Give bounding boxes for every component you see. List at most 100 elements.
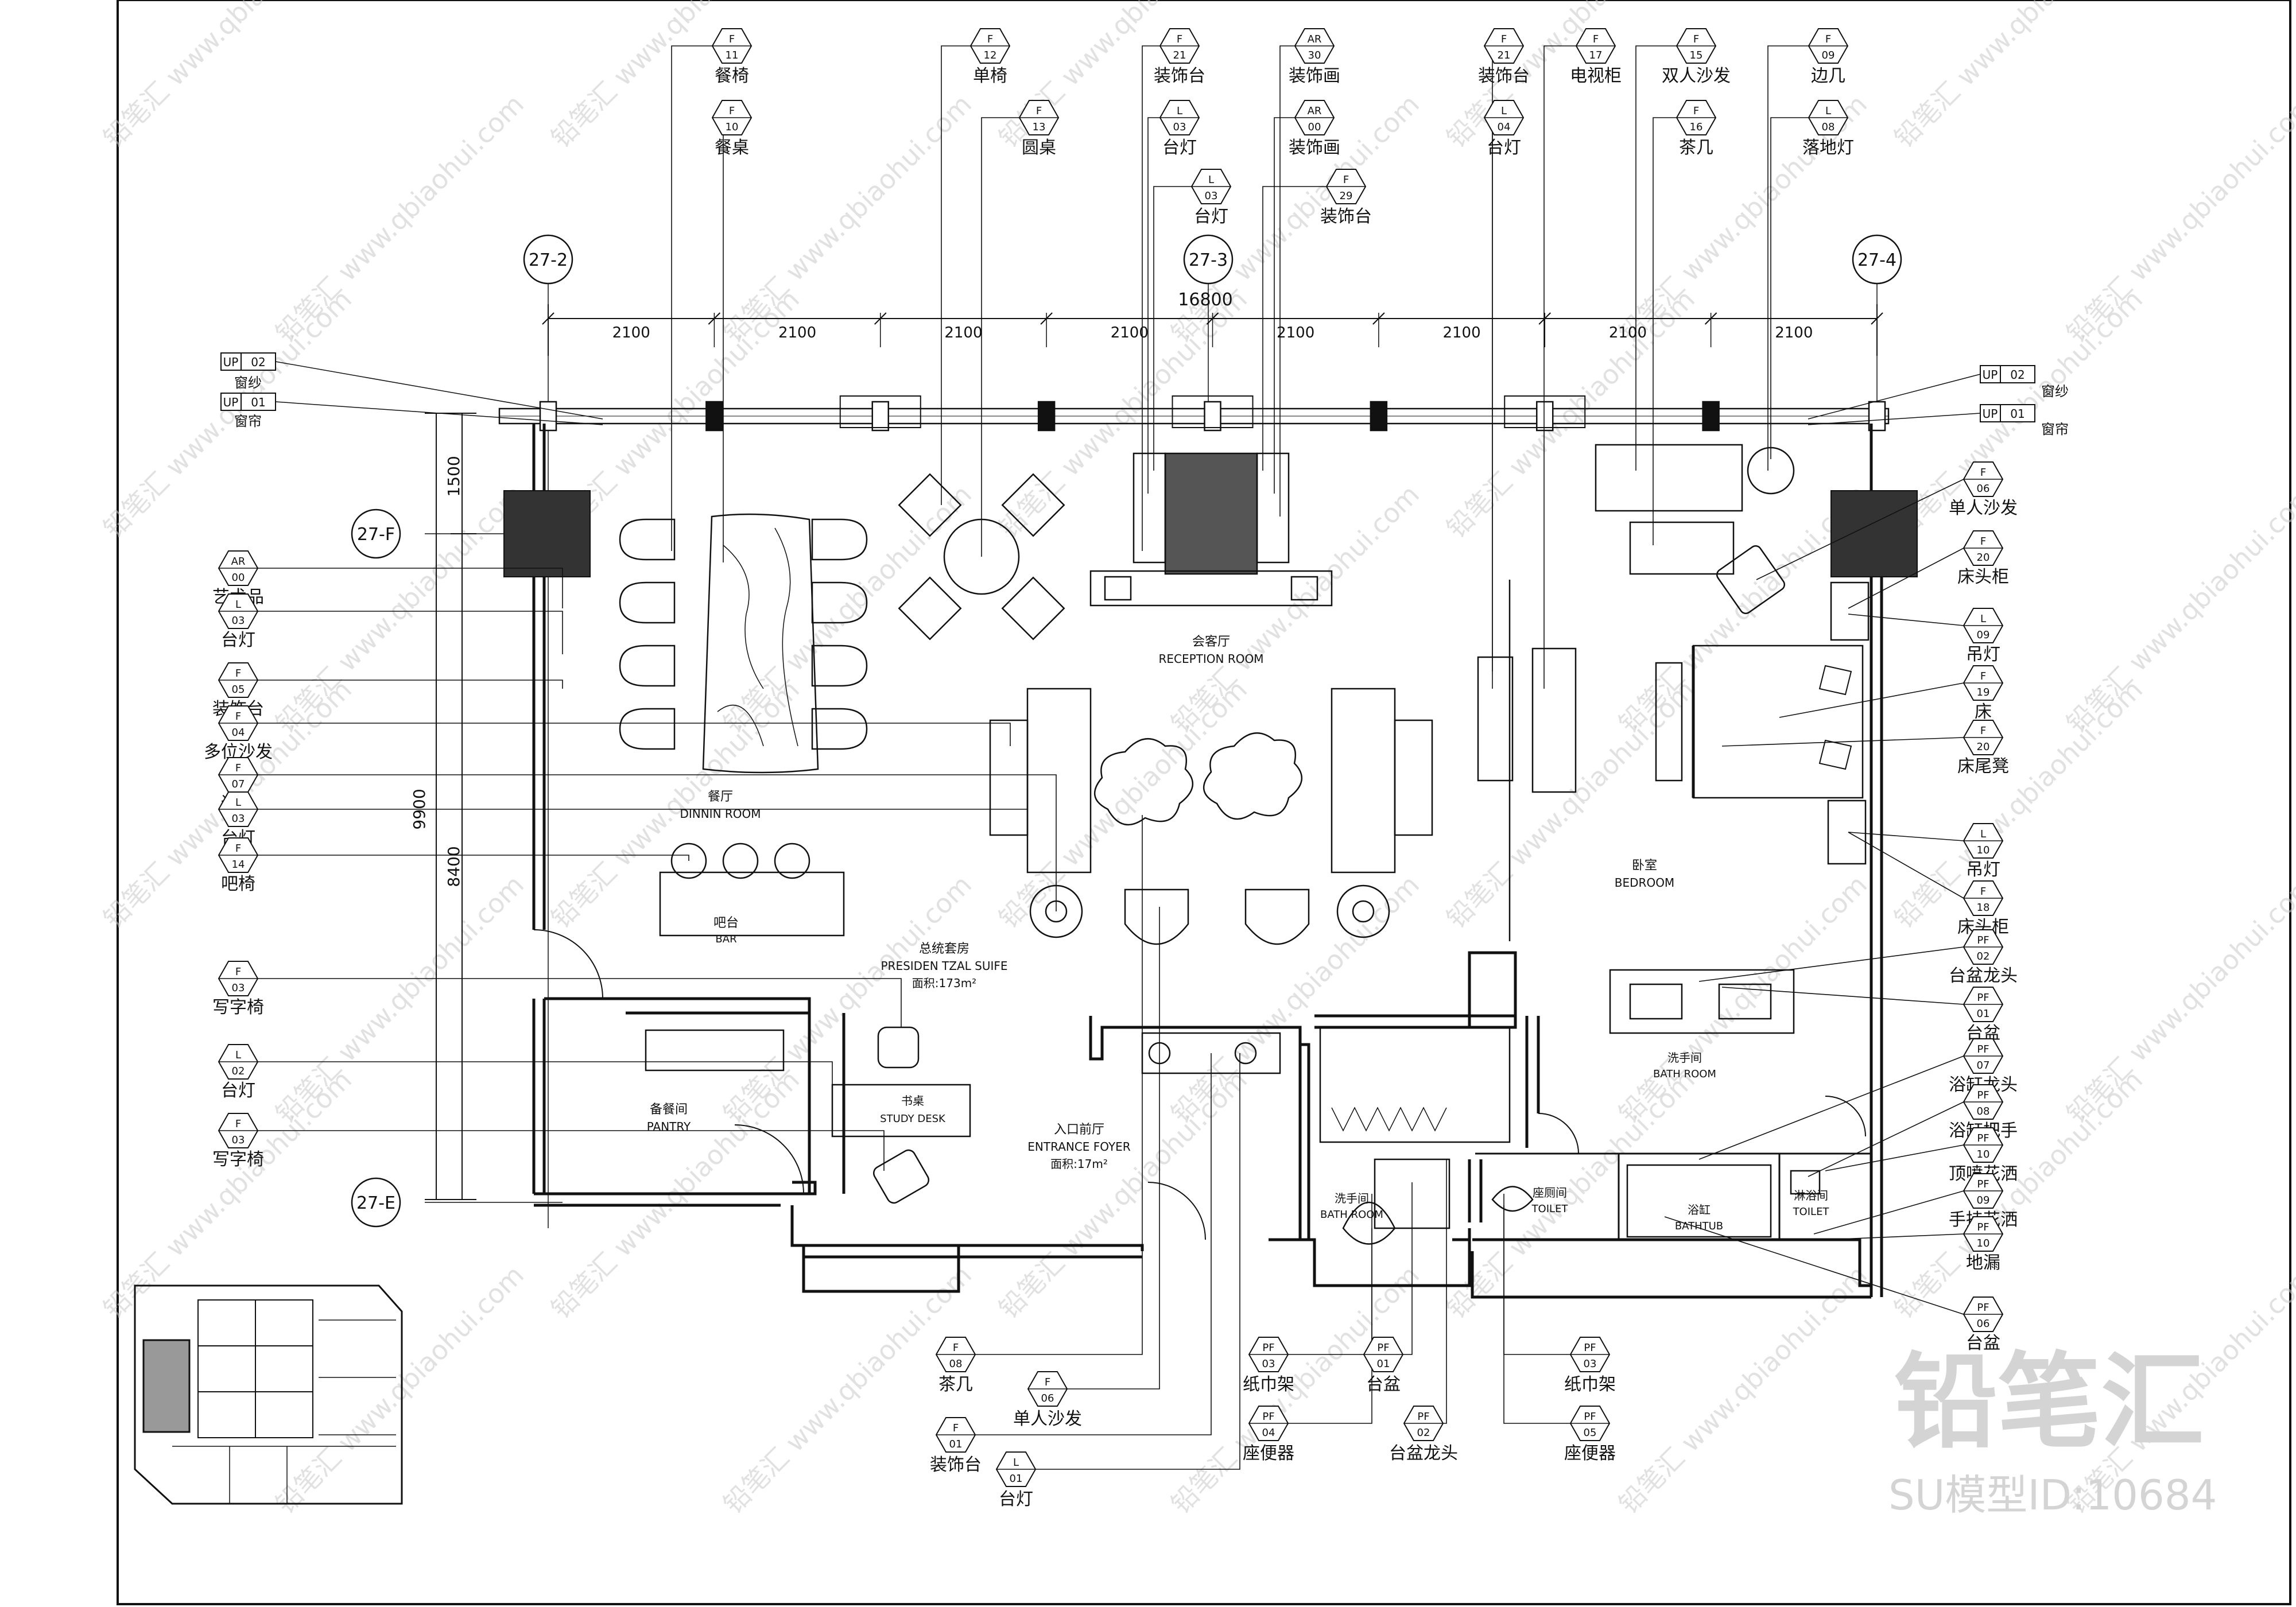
watermark-text: 铅笔汇 www.qbiaohui.com xyxy=(270,869,530,1129)
tag-label: 台灯 xyxy=(999,1489,1033,1509)
tag-label: 装饰画 xyxy=(1289,138,1340,158)
tag-label: 吊灯 xyxy=(1966,860,2000,880)
tag-code: F xyxy=(1693,105,1699,117)
tag-code: PF xyxy=(1977,1178,1989,1190)
room-bath2-en: BATH ROOM xyxy=(1653,1068,1716,1080)
watermark-text: 铅笔汇 www.qbiaohui.com xyxy=(98,0,358,154)
furniture xyxy=(619,444,1870,1245)
tags-top: F11餐椅F10餐桌F12单椅F13圆桌F21装饰台L03台灯AR30装饰画AR… xyxy=(671,28,1854,689)
svg-text:27-E: 27-E xyxy=(356,1193,395,1213)
tag-label: 餐椅 xyxy=(715,66,749,86)
tag-label: 写字椅 xyxy=(212,1150,264,1170)
tag-number: 18 xyxy=(1977,902,1990,914)
room-bathtub-cn: 浴缸 xyxy=(1688,1203,1711,1217)
tag-code: F xyxy=(987,33,993,45)
tag-number: 09 xyxy=(1977,1194,1990,1206)
tag-label: 台盆 xyxy=(1366,1375,1401,1395)
columns xyxy=(503,490,1918,577)
axis-bubble-27-F: 27-F xyxy=(351,509,563,559)
tag-code: F xyxy=(235,762,241,774)
tag-code: PF xyxy=(1262,1411,1274,1423)
tag-label: 装饰台 xyxy=(1320,207,1372,227)
tag-label: 装饰台 xyxy=(1154,66,1205,86)
tag-label: 装饰台 xyxy=(930,1455,982,1475)
tag-code: F xyxy=(1980,886,1986,898)
svg-text:01: 01 xyxy=(251,395,265,409)
watermark-text: 铅笔汇 www.qbiaohui.com xyxy=(2061,88,2296,349)
tag-code: F xyxy=(235,966,241,978)
svg-text:02: 02 xyxy=(251,355,265,369)
tag-number: 08 xyxy=(1977,1105,1990,1117)
tag-code: F xyxy=(235,1118,241,1130)
tag-code: PF xyxy=(1977,1043,1989,1055)
svg-text:窗纱: 窗纱 xyxy=(2041,383,2069,399)
svg-text:UP: UP xyxy=(223,355,239,369)
tag-label: 茶几 xyxy=(1679,138,1713,158)
tag-code: PF xyxy=(1977,992,1989,1004)
svg-text:窗纱: 窗纱 xyxy=(234,375,262,391)
room-suite-area: 面积:173m² xyxy=(912,976,976,990)
axis-bubble-27-3: 27-3 xyxy=(1183,234,1234,402)
tag-number: 01 xyxy=(949,1438,963,1450)
tag-code: F xyxy=(1177,33,1182,45)
watermark-text: 铅笔汇 www.qbiaohui.com xyxy=(1888,1064,2149,1325)
tag-code: PF xyxy=(1977,1132,1989,1144)
tag-number: 21 xyxy=(1498,49,1511,61)
tag-number: 10 xyxy=(1977,1237,1990,1249)
tag-number: 00 xyxy=(1308,121,1321,133)
tag-code: PF xyxy=(1262,1342,1274,1354)
room-toilet1-cn: 座厕间 xyxy=(1533,1186,1567,1200)
tag-code: F xyxy=(1980,467,1986,479)
dimension-bay: 2100 xyxy=(944,324,982,341)
svg-text:窗帘: 窗帘 xyxy=(2041,421,2069,437)
tag-number: 06 xyxy=(1041,1392,1054,1404)
tag-number: 03 xyxy=(1173,121,1186,133)
svg-text:窗帘: 窗帘 xyxy=(234,413,262,429)
tag-code: F xyxy=(953,1422,959,1434)
dimension-total: 16800 xyxy=(1178,290,1232,310)
tag-label: 纸巾架 xyxy=(1243,1375,1294,1395)
tag-number: 06 xyxy=(1977,483,1990,495)
tag-code: PF xyxy=(1977,1089,1989,1101)
watermark-text: 铅笔汇 www.qbiaohui.com xyxy=(270,88,530,349)
tag-number: 03 xyxy=(1262,1358,1275,1370)
tag-label: 床头柜 xyxy=(1957,567,2009,587)
tag-label: 吧椅 xyxy=(221,874,255,894)
tag-code: AR xyxy=(231,556,246,568)
tag-label: 台盆 xyxy=(1966,1333,2000,1353)
tag-number: 00 xyxy=(232,572,245,584)
room-bedroom-en: BEDROOM xyxy=(1615,876,1674,890)
tag-label: 双人沙发 xyxy=(1662,66,1731,86)
tag-code: F xyxy=(1980,670,1986,682)
tag-number: 07 xyxy=(1977,1059,1990,1072)
room-reception-en: RECEPTION ROOM xyxy=(1158,652,1263,666)
dimension-bay: 2100 xyxy=(1111,324,1149,341)
tag-number: 21 xyxy=(1173,49,1186,61)
tag-number: 01 xyxy=(1377,1358,1390,1370)
tag-label: 茶几 xyxy=(938,1375,973,1395)
axis-bubble-27-4: 27-4 xyxy=(1852,234,1902,402)
tag-number: 15 xyxy=(1690,49,1703,61)
tag-number: 05 xyxy=(232,684,245,696)
tag-code: L xyxy=(1501,105,1507,117)
tag-code: L xyxy=(235,599,241,611)
tag-number: 09 xyxy=(1822,49,1835,61)
room-foyer-area: 面积:17m² xyxy=(1050,1157,1108,1171)
